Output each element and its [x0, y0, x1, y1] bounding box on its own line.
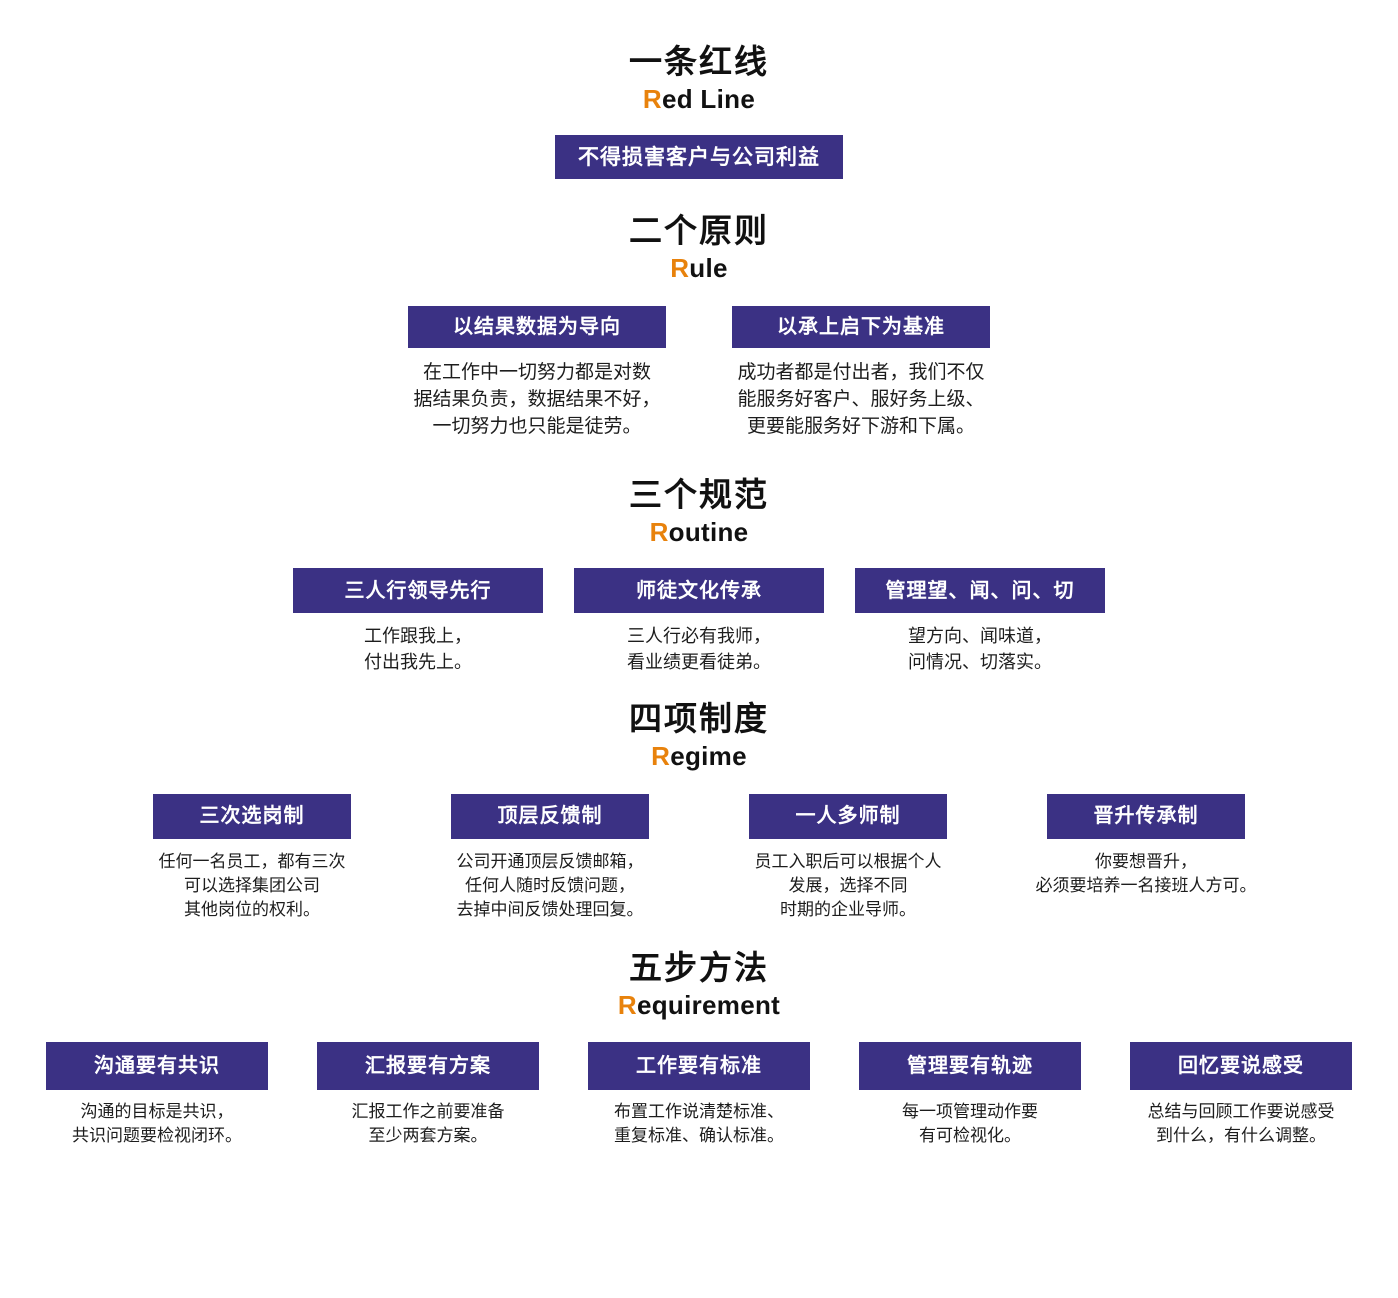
level-5-desc-4: 每一项管理动作要 有可检视化。 [902, 1101, 1038, 1145]
level-5-chip-3[interactable]: 工作要有标准 [588, 1041, 810, 1090]
level-4-chip-3[interactable]: 一人多师制 [749, 793, 947, 839]
level-3-card-1: 三人行领导先行 工作跟我上， 付出我先上。 [293, 568, 543, 675]
level-1-card: 不得损害客户与公司利益 [555, 135, 843, 180]
level-4-section: 四项制度 Regime 三次选岗制 任何一名员工，都有三次 可以选择集团公司 其… [0, 700, 1398, 922]
level-3-card-3: 管理望、闻、问、切 望方向、闻味道， 问情况、切落实。 [855, 568, 1105, 675]
level-3-title-en: Routine [0, 516, 1398, 549]
level-4-desc-3: 员工入职后可以根据个人 发展，选择不同 时期的企业导师。 [754, 851, 942, 920]
level-3-desc-2: 三人行必有我师， 看业绩更看徒弟。 [627, 626, 771, 672]
level-3-title-en-accent: R [649, 516, 669, 547]
level-4-card-4: 晋升传承制 你要想晋升， 必须要培养一名接班人方可。 [1022, 793, 1270, 898]
level-4-row: 三次选岗制 任何一名员工，都有三次 可以选择集团公司 其他岗位的权利。 顶层反馈… [0, 793, 1398, 922]
level-1-title-en-rest: ed Line [661, 83, 756, 114]
level-2-card-1: 以结果数据为导向 在工作中一切努力都是对数 据结果负责，数据结果不好， 一切努力… [406, 305, 668, 441]
level-4-chip-2[interactable]: 顶层反馈制 [451, 793, 649, 839]
level-1-title-en-accent: R [642, 83, 662, 114]
level-5-card-2: 汇报要有方案 汇报工作之前要准备 至少两套方案。 [305, 1041, 551, 1148]
level-5-desc-1: 沟通的目标是共识， 共识问题要检视闭环。 [72, 1101, 242, 1145]
level-2-card-2: 以承上启下为基准 成功者都是付出者，我们不仅 能服务好客户、服好务上级、 更要能… [730, 305, 992, 441]
level-5-card-5: 回忆要说感受 总结与回顾工作要说感受 到什么，有什么调整。 [1118, 1041, 1364, 1148]
level-2-chip-1[interactable]: 以结果数据为导向 [408, 305, 666, 348]
level-2-title-en-rest: ule [689, 253, 728, 284]
level-3-chip-3[interactable]: 管理望、闻、问、切 [855, 568, 1105, 614]
level-3-card-2: 师徒文化传承 三人行必有我师， 看业绩更看徒弟。 [574, 568, 824, 675]
level-1-title-cn: 一条红线 [629, 43, 769, 80]
level-5-desc-2: 汇报工作之前要准备 至少两套方案。 [351, 1101, 505, 1145]
level-5-chip-2[interactable]: 汇报要有方案 [317, 1041, 539, 1090]
level-4-chip-4[interactable]: 晋升传承制 [1047, 793, 1245, 839]
level-2-row: 以结果数据为导向 在工作中一切努力都是对数 据结果负责，数据结果不好， 一切努力… [0, 305, 1398, 441]
level-4-title-en-accent: R [651, 741, 671, 772]
level-5-card-1: 沟通要有共识 沟通的目标是共识， 共识问题要检视闭环。 [34, 1041, 280, 1148]
level-4-card-1: 三次选岗制 任何一名员工，都有三次 可以选择集团公司 其他岗位的权利。 [128, 793, 376, 922]
level-5-desc-3: 布置工作说清楚标准、 重复标准、确认标准。 [614, 1101, 784, 1145]
level-5-card-4: 管理要有轨迹 每一项管理动作要 有可检视化。 [847, 1041, 1093, 1148]
level-5-row: 沟通要有共识 沟通的目标是共识， 共识问题要检视闭环。 汇报要有方案 汇报工作之… [0, 1041, 1398, 1148]
level-2-desc-1: 在工作中一切努力都是对数 据结果负责，数据结果不好， 一切努力也只能是徒劳。 [413, 361, 661, 437]
level-4-title-en-rest: egime [670, 741, 747, 772]
level-4-desc-2: 公司开通顶层反馈邮箱， 任何人随时反馈问题， 去掉中间反馈处理回复。 [456, 851, 644, 920]
level-5-title-en: Requirement [0, 989, 1398, 1022]
level-5-title-cn: 五步方法 [629, 949, 769, 987]
level-3-desc-1: 工作跟我上， 付出我先上。 [364, 626, 472, 672]
level-5-chip-4[interactable]: 管理要有轨迹 [859, 1041, 1081, 1090]
level-5-section: 五步方法 Requirement 沟通要有共识 沟通的目标是共识， 共识问题要检… [0, 949, 1398, 1148]
level-3-chip-1[interactable]: 三人行领导先行 [293, 568, 543, 614]
level-2-title-en-accent: R [670, 253, 690, 284]
level-1-title-en: Red Line [0, 83, 1398, 116]
level-2-section: 二个原则 Rule 以结果数据为导向 在工作中一切努力都是对数 据结果负责，数据… [0, 212, 1398, 441]
level-4-card-2: 顶层反馈制 公司开通顶层反馈邮箱， 任何人随时反馈问题， 去掉中间反馈处理回复。 [426, 793, 674, 922]
level-3-row: 三人行领导先行 工作跟我上， 付出我先上。 师徒文化传承 三人行必有我师， 看业… [0, 568, 1398, 675]
level-4-desc-1: 任何一名员工，都有三次 可以选择集团公司 其他岗位的权利。 [158, 851, 346, 920]
level-3-desc-3: 望方向、闻味道， 问情况、切落实。 [908, 626, 1052, 672]
level-4-title-en: Regime [0, 740, 1398, 773]
level-5-chip-5[interactable]: 回忆要说感受 [1130, 1041, 1352, 1090]
level-5-card-3: 工作要有标准 布置工作说清楚标准、 重复标准、确认标准。 [576, 1041, 822, 1148]
level-2-desc-2: 成功者都是付出者，我们不仅 能服务好客户、服好务上级、 更要能服务好下游和下属。 [737, 361, 985, 437]
level-3-chip-2[interactable]: 师徒文化传承 [574, 568, 824, 614]
level-4-chip-1[interactable]: 三次选岗制 [153, 793, 351, 839]
level-2-title-cn: 二个原则 [629, 212, 769, 250]
level-5-title-en-rest: equirement [636, 990, 781, 1021]
level-1-chip[interactable]: 不得损害客户与公司利益 [555, 135, 843, 180]
level-4-title-cn: 四项制度 [629, 700, 769, 738]
level-1-section: 一条红线 Red Line 不得损害客户与公司利益 [0, 43, 1398, 180]
level-5-title-en-accent: R [617, 990, 637, 1021]
level-5-chip-1[interactable]: 沟通要有共识 [46, 1041, 268, 1090]
pyramid-infographic: 一条红线 Red Line 不得损害客户与公司利益 二个原则 Rule 以结果数… [0, 43, 1398, 1298]
level-3-title-cn: 三个规范 [629, 475, 769, 513]
level-4-card-3: 一人多师制 员工入职后可以根据个人 发展，选择不同 时期的企业导师。 [724, 793, 972, 922]
level-1-row: 不得损害客户与公司利益 [0, 135, 1398, 180]
level-3-title-en-rest: outine [668, 516, 749, 547]
level-3-section: 三个规范 Routine 三人行领导先行 工作跟我上， 付出我先上。 师徒文化传… [0, 475, 1398, 676]
level-2-title-en: Rule [0, 252, 1398, 285]
level-5-desc-5: 总结与回顾工作要说感受 到什么，有什么调整。 [1147, 1101, 1335, 1145]
level-4-desc-4: 你要想晋升， 必须要培养一名接班人方可。 [1035, 851, 1257, 895]
level-2-chip-2[interactable]: 以承上启下为基准 [732, 305, 990, 348]
